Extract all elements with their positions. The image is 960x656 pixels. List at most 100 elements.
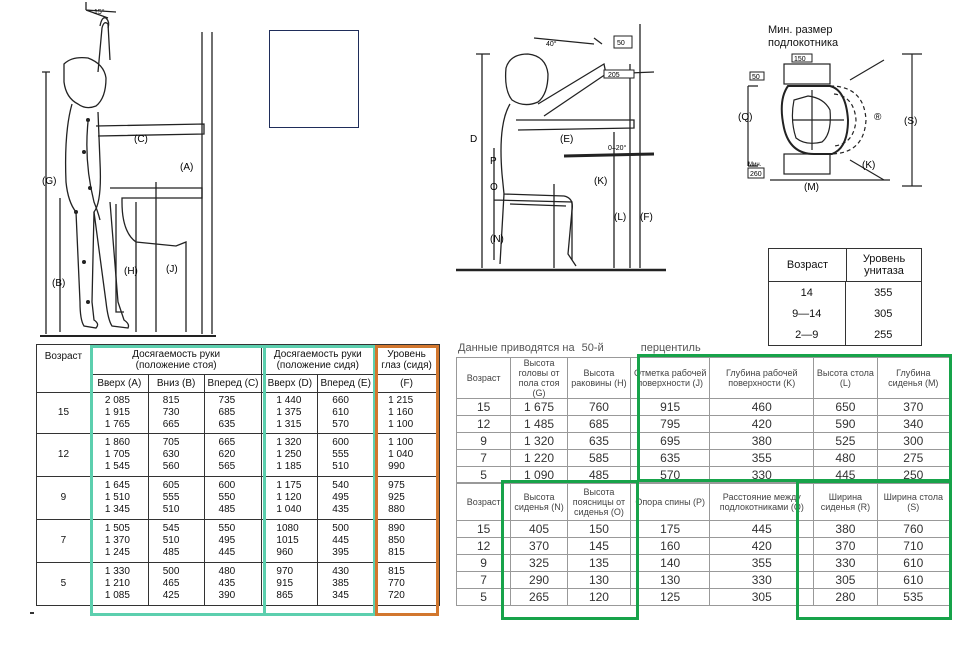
age-cell: 15 [455, 398, 512, 416]
value-cell: 370 [510, 537, 568, 555]
value-cell: 660 610 570 [317, 392, 375, 434]
angle1-label: 40° [546, 40, 557, 48]
angle2-label: 0–20° [608, 144, 627, 152]
dim-50-top-label: 50 [752, 74, 760, 81]
dim-o-label: O [490, 182, 498, 193]
dim-l-label: (L) [614, 212, 626, 223]
header-seated-reach: Досягаемость руки(положение сидя) [261, 344, 375, 375]
dim-50-label: 50 [617, 40, 625, 47]
value-cell: 160 [630, 537, 711, 555]
value-cell: 1 860 1 705 1 545 [89, 433, 149, 477]
value-cell: 420 [709, 415, 815, 433]
value-cell: 1080 1015 960 [261, 519, 319, 563]
column-header: Высота поясницы от сиденья (O) [566, 482, 632, 521]
toilet-header-age: Возраст [768, 248, 847, 282]
value-cell: 650 [813, 398, 878, 416]
value-cell: 405 [510, 520, 568, 538]
stray-dash [30, 612, 34, 614]
age-cell: 9 [455, 432, 512, 450]
sub-header: Вверх (А) [89, 374, 149, 393]
value-cell: 330 [813, 554, 878, 572]
value-cell: 1 505 1 370 1 245 [89, 519, 149, 563]
age-cell: 12 [455, 415, 512, 433]
value-cell: 445 [709, 520, 815, 538]
value-cell: 330 [709, 571, 815, 589]
seated-child-figure: 50 205 40° 0–20° D P O (N) (E) (K) (L) (… [456, 24, 666, 272]
value-cell: 340 [876, 415, 951, 433]
sub-header: Вверх (D) [261, 374, 319, 393]
dim-d-label: D [470, 134, 477, 145]
dim-s-label: (S) [904, 116, 917, 127]
age-cell: 12 [455, 537, 512, 555]
dim-f-label: (F) [640, 212, 653, 223]
value-cell: 280 [813, 588, 878, 606]
value-cell: 815 770 720 [373, 562, 440, 606]
value-cell: 1 090 [510, 466, 568, 484]
sub-header: (F) [373, 374, 440, 393]
value-cell: 915 [630, 398, 711, 416]
value-cell: 1 320 1 250 1 185 [261, 433, 319, 477]
sub-header: Вперед (С) [203, 374, 263, 393]
value-cell: 665 620 565 [203, 433, 263, 477]
column-header: Ширина стола (S) [876, 482, 951, 521]
age-cell: 7 [455, 449, 512, 467]
dim-c-label: (C) [134, 134, 148, 145]
column-header: Отметка рабочей поверхности (J) [630, 357, 711, 399]
value-cell: 290 [510, 571, 568, 589]
value-cell: 485 [566, 466, 632, 484]
dim-a-label: (A) [180, 162, 193, 173]
dim-h-label: (H) [124, 266, 138, 277]
value-cell: 1 675 [510, 398, 568, 416]
toilet-age: 9—14 [769, 303, 846, 324]
value-cell: 130 [566, 571, 632, 589]
reach-table: Возраст Досягаемость руки(положение стоя… [36, 344, 440, 606]
value-cell: 1 645 1 510 1 345 [89, 476, 149, 520]
armrest-title: Мин. размер подлокотника [768, 24, 839, 49]
top-view-figure: 150 50 Мин. 260 (Q) (S) (K) (M) ® [738, 53, 922, 193]
age-cell: 7 [455, 571, 512, 589]
age-cell: 15 [36, 392, 91, 434]
sub-header: Вниз (В) [147, 374, 205, 393]
dim-150-label: 150 [794, 56, 806, 63]
value-cell: 355 [709, 554, 815, 572]
value-cell: 1 320 [510, 432, 568, 450]
value-cell: 175 [630, 520, 711, 538]
column-header: Высота раковины (H) [566, 357, 632, 399]
value-cell: 325 [510, 554, 568, 572]
toilet-header-level: Уровень унитаза [846, 248, 922, 282]
column-header: Высота головы от пола стоя (G) [510, 357, 568, 399]
value-cell: 2 085 1 915 1 765 [89, 392, 149, 434]
value-cell: 975 925 880 [373, 476, 440, 520]
dim-p-label: P [490, 156, 497, 167]
value-cell: 150 [566, 520, 632, 538]
value-cell: 540 495 435 [317, 476, 375, 520]
value-cell: 545 510 485 [147, 519, 205, 563]
value-cell: 480 [813, 449, 878, 467]
column-header: Высота стола (L) [813, 357, 878, 399]
dim-g-label: (G) [42, 176, 56, 187]
value-cell: 140 [630, 554, 711, 572]
toilet-level: 255 [874, 328, 893, 341]
dim-m-label: (M) [804, 182, 819, 193]
column-header: Опора спины (P) [630, 482, 711, 521]
dim-j-label: (J) [166, 264, 178, 275]
value-cell: 370 [876, 398, 951, 416]
value-cell: 635 [566, 432, 632, 450]
value-cell: 380 [813, 520, 878, 538]
dim-q-label: (Q) [738, 112, 752, 123]
